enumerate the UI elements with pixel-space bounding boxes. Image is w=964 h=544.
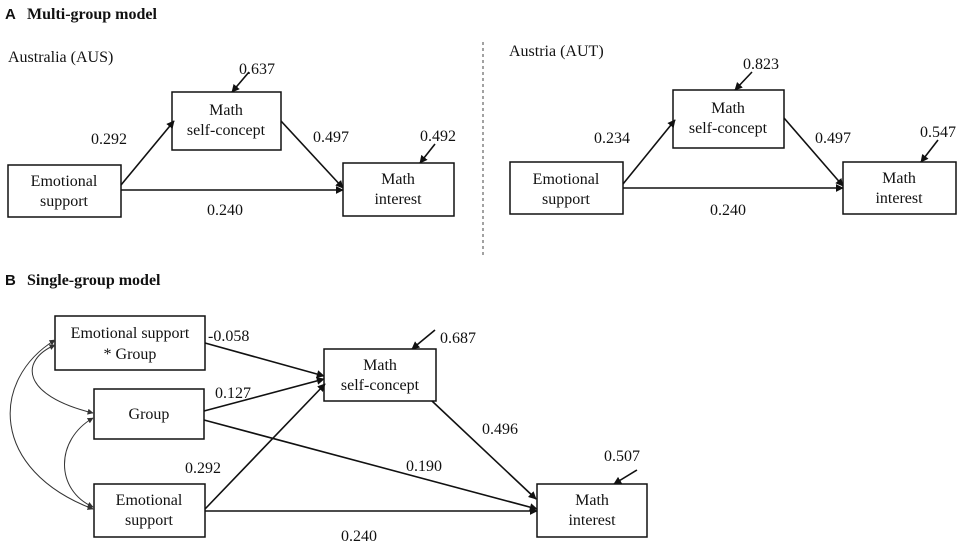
aut-path-self-to-interest — [783, 117, 844, 187]
resid-self: 0.687 — [440, 330, 476, 347]
aus-interest-box — [342, 162, 455, 217]
coef-interaction-to-self: -0.058 — [208, 328, 249, 345]
aut-emotional-line1: Emotional — [533, 171, 600, 188]
panel-b: B Single-group model Emotional support *… — [5, 272, 648, 544]
aut-selfconcept-box — [672, 89, 785, 149]
interest-box — [536, 483, 648, 538]
aus-coef-emo-to-interest: 0.240 — [207, 202, 243, 219]
aus-resid-arrow-interest — [419, 143, 436, 164]
selfconcept-box — [323, 348, 437, 402]
covariance-interaction-group — [31, 344, 94, 415]
coef-self-to-interest: 0.496 — [482, 421, 518, 438]
resid-interest: 0.507 — [604, 448, 640, 465]
aus-interest-line1: Math — [381, 171, 415, 188]
group-box — [93, 388, 205, 440]
aut-label: Austria (AUT) — [509, 43, 604, 60]
aut-selfconcept-line1: Math — [711, 100, 745, 117]
aus-resid-arrow-self — [231, 71, 250, 93]
aus-path-emo-to-self — [120, 120, 175, 186]
aus-model: Australia (AUS) Math self-concept Emotio… — [7, 49, 456, 219]
aut-emotional-box — [509, 161, 624, 215]
interaction-line2: * Group — [104, 346, 157, 363]
path-emo-to-self — [204, 383, 326, 510]
panel-a-letter: A — [5, 6, 16, 23]
aus-resid-self: 0.637 — [239, 61, 275, 78]
aut-resid-arrow-self — [734, 71, 753, 91]
resid-arrow-interest — [613, 469, 638, 485]
aus-emotional-box — [7, 164, 122, 218]
selfconcept-line1: Math — [363, 357, 397, 374]
aus-path-self-to-interest — [280, 120, 344, 189]
aus-interest-line2: interest — [374, 191, 422, 208]
path-group-to-interest — [203, 419, 538, 512]
aut-path-emo-to-self — [622, 119, 676, 185]
path-self-to-interest — [431, 400, 537, 500]
resid-arrow-self — [411, 329, 436, 350]
path-group-to-self — [203, 376, 325, 412]
emotional-line2: support — [125, 512, 174, 529]
aut-emotional-line2: support — [542, 191, 591, 208]
covariance-group-emotional — [64, 417, 94, 508]
path-interaction-to-self — [204, 342, 325, 378]
aut-interest-line1: Math — [882, 170, 916, 187]
aus-selfconcept-line2: self-concept — [187, 122, 266, 139]
aus-label: Australia (AUS) — [8, 49, 113, 66]
group-label-text: Group — [129, 406, 170, 423]
aus-coef-emo-to-self: 0.292 — [91, 131, 127, 148]
aut-coef-self-to-interest: 0.497 — [815, 130, 851, 147]
coef-group-to-self: 0.127 — [215, 385, 251, 402]
aus-coef-self-to-interest: 0.497 — [313, 129, 349, 146]
aus-emotional-line1: Emotional — [31, 173, 98, 190]
aut-model: Austria (AUT) Math self-concept Emotiona… — [509, 43, 957, 219]
panel-a-title: Multi-group model — [27, 6, 157, 23]
coef-emo-to-self: 0.292 — [185, 460, 221, 477]
coef-group-to-interest: 0.190 — [406, 458, 442, 475]
coef-emo-to-interest: 0.240 — [341, 528, 377, 544]
panel-b-letter: B — [5, 272, 16, 289]
interest-line2: interest — [568, 512, 616, 529]
aut-selfconcept-line2: self-concept — [689, 120, 768, 137]
covariance-interaction-emotional — [9, 339, 94, 510]
aut-resid-arrow-interest — [920, 139, 939, 163]
aus-resid-interest: 0.492 — [420, 128, 456, 145]
aus-selfconcept-line1: Math — [209, 102, 243, 119]
panel-b-title: Single-group model — [27, 272, 161, 289]
aut-interest-line2: interest — [875, 190, 923, 207]
aus-emotional-line2: support — [40, 193, 89, 210]
interaction-line1: Emotional support — [71, 325, 190, 342]
aut-resid-interest: 0.547 — [920, 124, 956, 141]
panel-a: A Multi-group model Australia (AUS) Math… — [5, 6, 957, 256]
interest-line1: Math — [575, 492, 609, 509]
aut-interest-box — [842, 161, 957, 215]
aut-coef-emo-to-interest: 0.240 — [710, 202, 746, 219]
aut-resid-self: 0.823 — [743, 56, 779, 73]
aut-coef-emo-to-self: 0.234 — [594, 130, 630, 147]
selfconcept-line2: self-concept — [341, 377, 420, 394]
emotional-line1: Emotional — [116, 492, 183, 509]
aus-selfconcept-box — [171, 91, 282, 151]
